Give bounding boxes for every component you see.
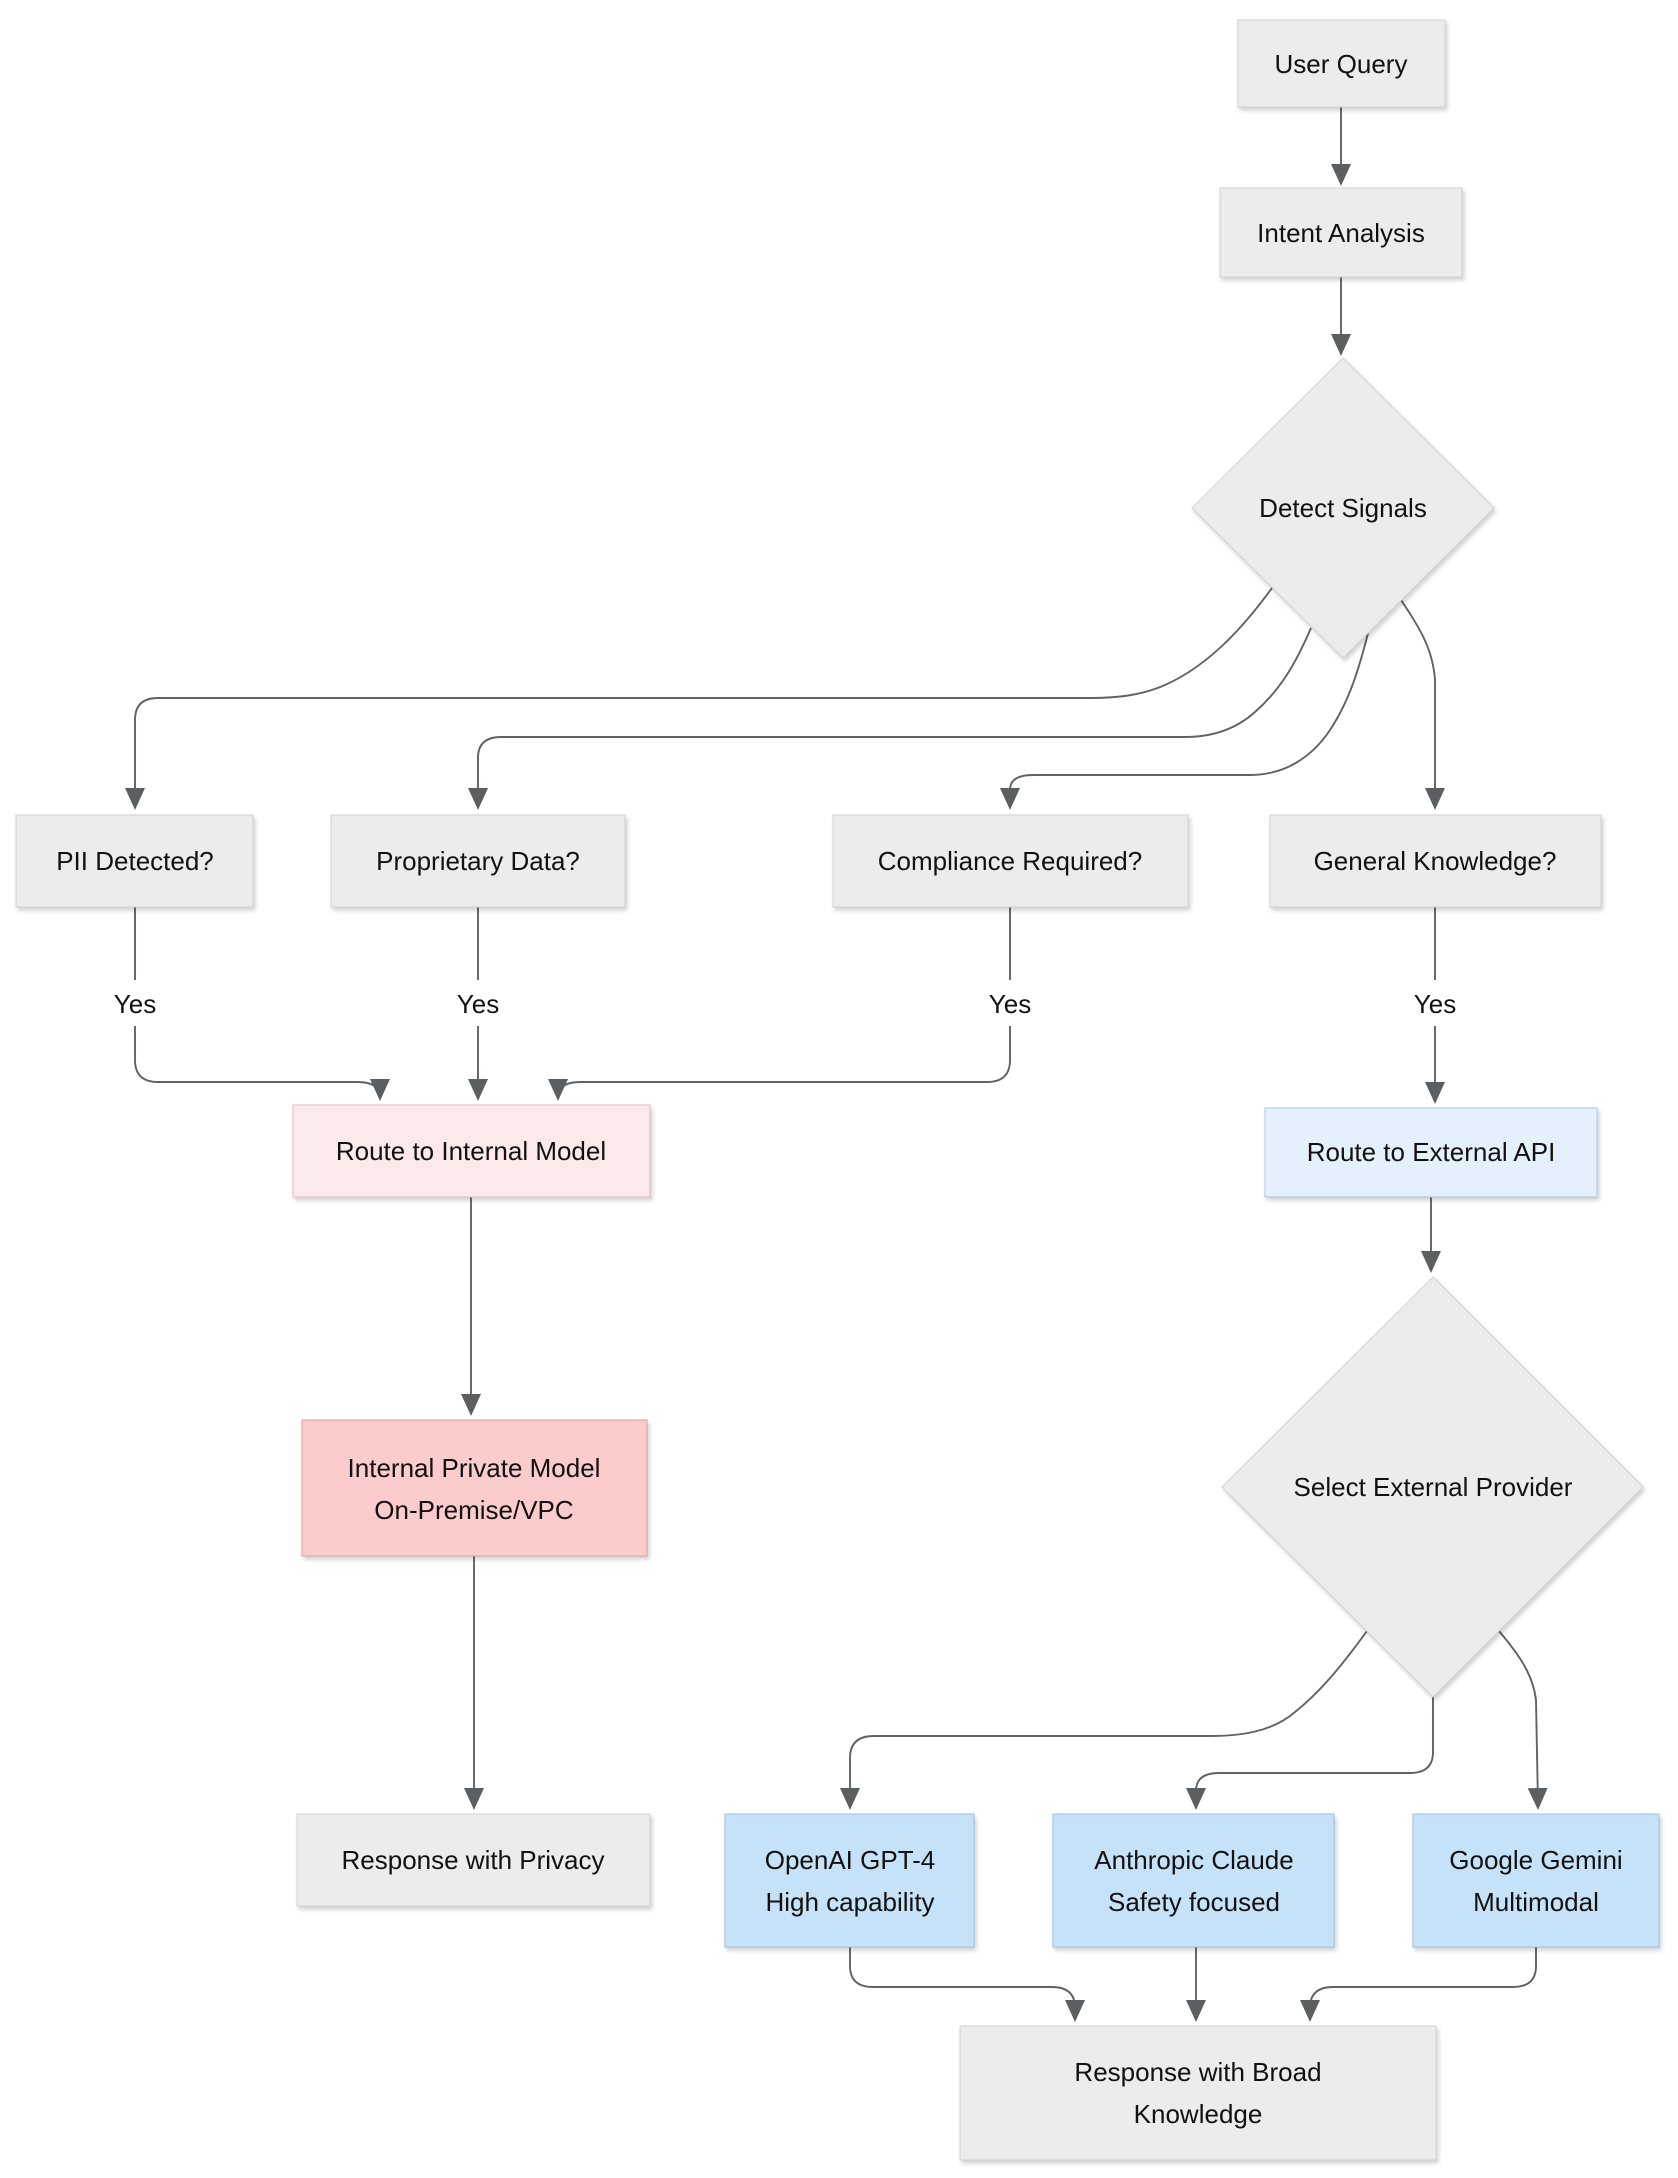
node-google-gemini: Google Gemini Multimodal: [1412, 1813, 1660, 1948]
node-intent-analysis-label: Intent Analysis: [1257, 218, 1425, 248]
node-response-broad: Response with Broad Knowledge: [959, 2025, 1437, 2161]
node-response-privacy-label: Response with Privacy: [342, 1845, 605, 1875]
node-internal-private-model-line2: On-Premise/VPC: [374, 1495, 573, 1525]
node-internal-private-model: Internal Private Model On-Premise/VPC: [301, 1419, 648, 1557]
edge-pii-yes-routeinternal: [134, 907, 390, 1101]
node-pii-detected: PII Detected?: [15, 814, 254, 908]
node-user-query-label: User Query: [1275, 49, 1408, 79]
node-user-query: User Query: [1237, 19, 1446, 108]
edges: [125, 107, 1548, 2022]
node-detect-signals: Detect Signals: [1191, 357, 1495, 659]
edge-selectprovider-anthropic: [1186, 1697, 1434, 1810]
node-internal-private-model-shape: [301, 1419, 648, 1557]
edge-label-general-yes: Yes: [1403, 980, 1467, 1026]
edge-label-text: Yes: [1414, 989, 1456, 1019]
node-openai-gpt4-shape: [724, 1813, 975, 1948]
node-proprietary-data-label: Proprietary Data?: [376, 846, 580, 876]
nodes: User Query Intent Analysis Detect Signal…: [15, 19, 1660, 2161]
node-route-external-shape: [1264, 1107, 1598, 1198]
node-openai-gpt4-line1: OpenAI GPT-4: [765, 1845, 936, 1875]
node-response-privacy: Response with Privacy: [296, 1813, 651, 1907]
node-general-knowledge-label: General Knowledge?: [1314, 846, 1557, 876]
node-pii-detected-label: PII Detected?: [56, 846, 214, 876]
edge-label-text: Yes: [114, 989, 156, 1019]
edge-label-text: Yes: [989, 989, 1031, 1019]
node-general-knowledge: General Knowledge?: [1269, 814, 1602, 908]
node-route-internal-label: Route to Internal Model: [336, 1136, 606, 1166]
node-compliance-required: Compliance Required?: [832, 814, 1189, 908]
node-route-external-label: Route to External API: [1307, 1137, 1556, 1167]
edge-label-text: Yes: [457, 989, 499, 1019]
edge-selectprovider-openai: [840, 1630, 1368, 1810]
edge-openai-responsebroad: [849, 1947, 1085, 2022]
node-response-privacy-shape: [296, 1813, 651, 1907]
node-intent-analysis-shape: [1219, 187, 1463, 278]
node-response-broad-line1: Response with Broad: [1074, 2057, 1321, 2087]
node-proprietary-data-shape: [330, 814, 626, 908]
edge-detect-pii: [125, 587, 1273, 810]
edge-label-bg: [446, 980, 510, 1026]
node-pii-detected-shape: [15, 814, 254, 908]
node-google-gemini-line1: Google Gemini: [1449, 1845, 1622, 1875]
node-route-external: Route to External API: [1264, 1107, 1598, 1198]
edge-label-bg: [1403, 980, 1467, 1026]
node-compliance-required-shape: [832, 814, 1189, 908]
edge-detect-compliance: [1000, 632, 1369, 810]
edge-detect-general: [1400, 599, 1445, 810]
node-route-internal: Route to Internal Model: [292, 1104, 651, 1198]
node-openai-gpt4: OpenAI GPT-4 High capability: [724, 1813, 975, 1948]
node-select-provider-label: Select External Provider: [1294, 1472, 1573, 1502]
node-route-internal-shape: [292, 1104, 651, 1198]
node-general-knowledge-shape: [1269, 814, 1602, 908]
edge-label-compliance-yes: Yes: [978, 980, 1042, 1026]
node-select-provider: Select External Provider: [1221, 1276, 1644, 1698]
edge-detect-proprietary: [468, 627, 1312, 810]
node-anthropic-claude-line2: Safety focused: [1108, 1887, 1280, 1917]
node-openai-gpt4-line2: High capability: [765, 1887, 934, 1917]
node-user-query-shape: [1237, 19, 1446, 108]
node-response-broad-line2: Knowledge: [1134, 2099, 1263, 2129]
edge-selectprovider-google: [1498, 1630, 1548, 1810]
node-google-gemini-line2: Multimodal: [1473, 1887, 1599, 1917]
edge-label-bg: [103, 980, 167, 1026]
node-intent-analysis: Intent Analysis: [1219, 187, 1463, 278]
node-anthropic-claude: Anthropic Claude Safety focused: [1052, 1813, 1335, 1948]
node-anthropic-claude-line1: Anthropic Claude: [1094, 1845, 1293, 1875]
edge-label-proprietary-yes: Yes: [446, 980, 510, 1026]
edge-labels: Yes Yes Yes Yes: [103, 980, 1467, 1026]
node-anthropic-claude-shape: [1052, 1813, 1335, 1948]
node-google-gemini-shape: [1412, 1813, 1660, 1948]
edge-compliance-yes-routeinternal: [548, 907, 1011, 1101]
node-select-provider-shape: [1221, 1276, 1644, 1698]
node-detect-signals-shape: [1191, 357, 1495, 659]
node-compliance-required-label: Compliance Required?: [878, 846, 1142, 876]
node-internal-private-model-line1: Internal Private Model: [348, 1453, 601, 1483]
edge-google-responsebroad: [1300, 1947, 1537, 2022]
node-response-broad-shape: [959, 2025, 1437, 2161]
edge-label-pii-yes: Yes: [103, 980, 167, 1026]
node-proprietary-data: Proprietary Data?: [330, 814, 626, 908]
node-detect-signals-label: Detect Signals: [1259, 493, 1427, 523]
edge-label-bg: [978, 980, 1042, 1026]
